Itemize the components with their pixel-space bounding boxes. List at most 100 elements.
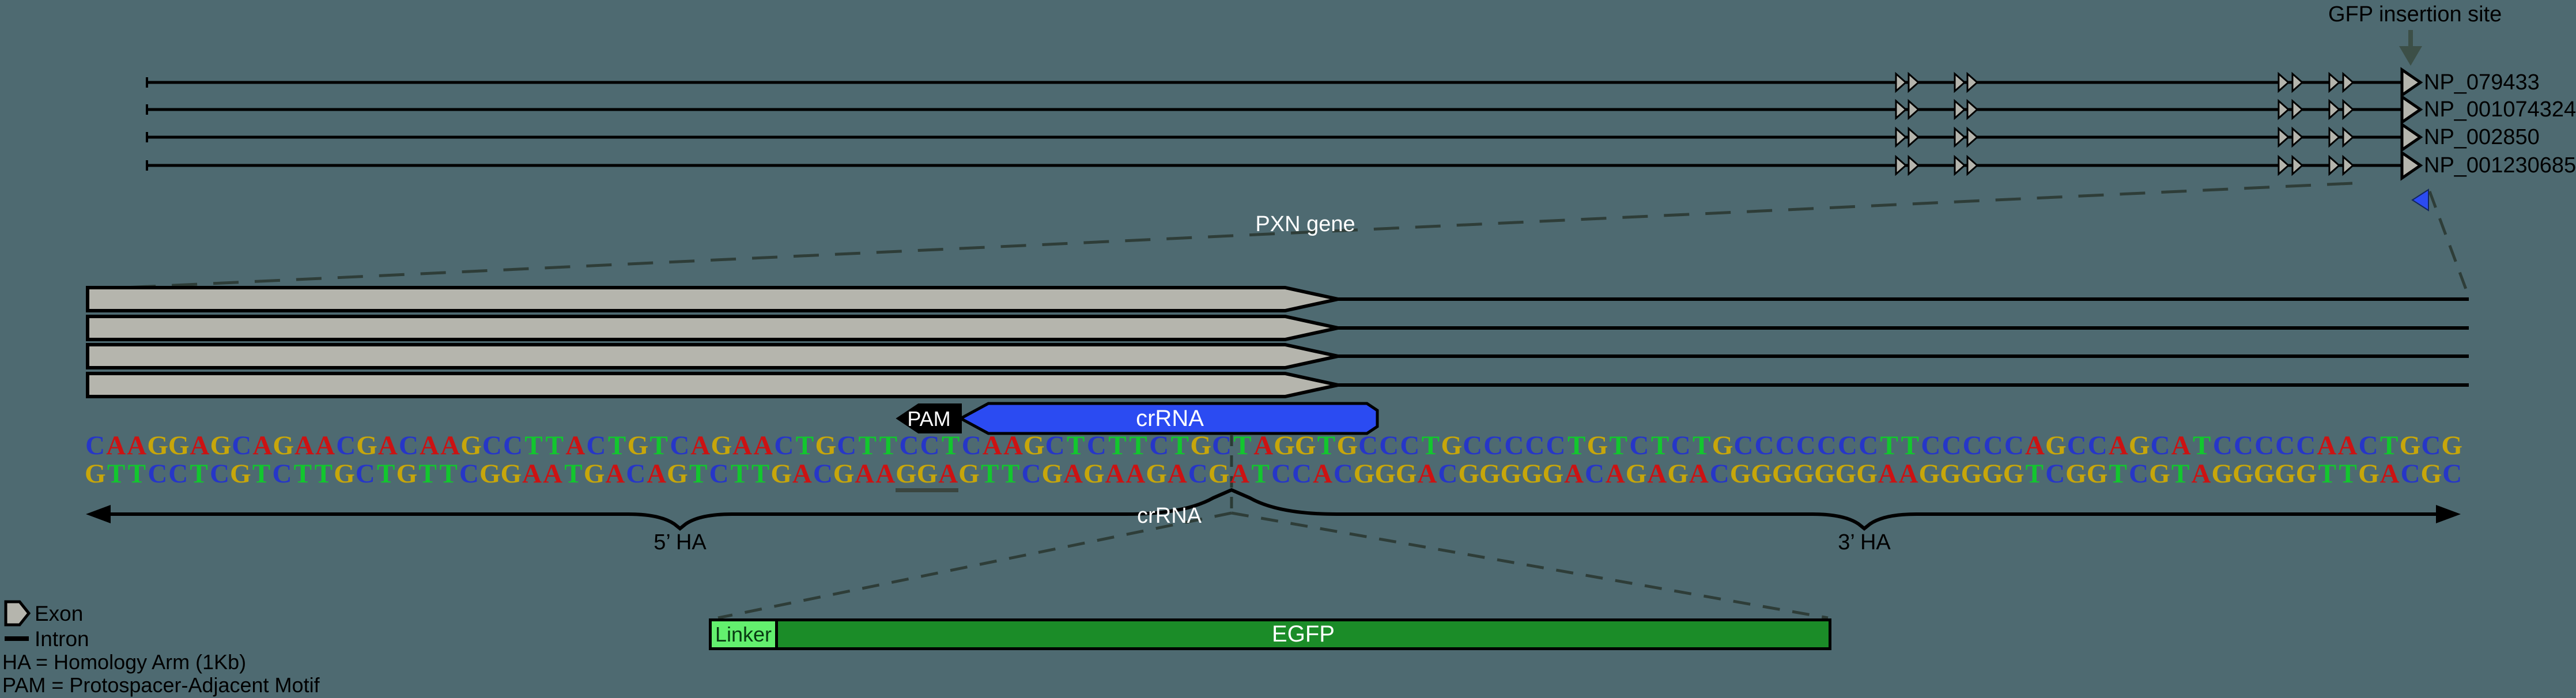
base-T: T (1170, 431, 1189, 461)
base-G: G (1793, 459, 1814, 489)
base-G: G (1729, 459, 1751, 489)
exon-icon (1966, 154, 1979, 176)
base-A: A (315, 431, 335, 461)
base-T: T (1880, 431, 1898, 461)
base-G: G (896, 459, 917, 492)
base-C: C (503, 431, 523, 461)
base-C: C (670, 431, 690, 461)
base-T: T (2025, 459, 2044, 489)
base-G: G (1712, 431, 1733, 461)
exon-icon (1954, 126, 1966, 148)
base-G: G (2128, 431, 2150, 461)
base-G: G (916, 459, 938, 492)
base-T: T (190, 459, 208, 489)
base-G: G (460, 431, 482, 461)
base-G: G (1835, 459, 1857, 489)
transcript-exon-arrow (86, 372, 1339, 398)
base-G: G (1395, 459, 1417, 489)
base-A: A (1167, 459, 1187, 489)
ruler-right-arrowhead-icon (2436, 505, 2461, 523)
base-C: C (1546, 431, 1566, 461)
base-T: T (2171, 459, 2190, 489)
base-C: C (1438, 459, 1458, 489)
base-C: C (459, 459, 479, 489)
base-C: C (482, 431, 502, 461)
exon-icon (2277, 99, 2290, 120)
insert-projection-line-left (717, 511, 1232, 620)
base-C: C (1211, 431, 1232, 461)
base-G: G (958, 459, 980, 489)
base-A: A (1125, 459, 1146, 489)
exon-icon (2291, 126, 2304, 148)
base-A: A (2024, 431, 2045, 461)
base-C: C (1629, 431, 1649, 461)
base-T: T (1233, 431, 1252, 461)
legend-exon-icon (4, 600, 31, 627)
transcript-label-np-001230685: NP_001230685 (2424, 153, 2576, 178)
base-G: G (2086, 459, 2108, 489)
base-C: C (1962, 431, 1982, 461)
exon-icon (1954, 99, 1966, 120)
base-C: C (1816, 431, 1837, 461)
exon-icon (1908, 126, 1920, 148)
base-G: G (2275, 459, 2296, 489)
exon-icon (2277, 126, 2290, 148)
zoom-projection-line-right (2428, 191, 2471, 297)
base-A: A (855, 459, 875, 489)
base-C: C (85, 431, 105, 461)
base-T: T (730, 459, 749, 489)
base-G: G (2441, 431, 2462, 461)
base-G: G (168, 431, 190, 461)
base-G: G (1274, 431, 1295, 461)
base-C: C (210, 459, 230, 489)
base-A: A (2337, 431, 2358, 461)
exon-icon (1966, 99, 1979, 120)
base-A: A (2317, 431, 2337, 461)
base-G: G (1940, 459, 1961, 489)
base-G: G (1856, 459, 1878, 489)
base-A: A (440, 431, 460, 461)
base-A: A (938, 459, 959, 492)
base-C: C (961, 431, 981, 461)
base-C: C (1525, 431, 1545, 461)
base-G: G (2065, 459, 2087, 489)
gfp-insertion-arrow-icon (2399, 30, 2422, 66)
base-G: G (1336, 431, 1358, 461)
base-G: G (1587, 431, 1608, 461)
base-C: C (1483, 431, 1504, 461)
legend-pam-note: PAM = Protospacer-Adjacent Motif (2, 673, 320, 697)
base-A: A (1253, 431, 1274, 461)
five-prime-ha-label: 5’ HA (654, 530, 707, 554)
base-A: A (2108, 431, 2128, 461)
exon-icon (1895, 154, 1908, 176)
base-C: C (1733, 431, 1754, 461)
base-A: A (982, 431, 1002, 461)
base-A: A (732, 431, 753, 461)
base-G: G (2253, 459, 2275, 489)
base-G: G (627, 431, 649, 461)
base-A: A (2191, 459, 2211, 489)
base-G: G (230, 459, 251, 489)
terminal-exon-icon (2400, 150, 2423, 181)
homology-arm-ruler (86, 488, 2461, 531)
base-G: G (356, 431, 377, 461)
base-G: G (147, 431, 168, 461)
base-A: A (1564, 459, 1584, 489)
base-T: T (1567, 431, 1586, 461)
base-G: G (1374, 459, 1396, 489)
base-A: A (1230, 459, 1250, 489)
base-T: T (107, 459, 126, 489)
base-G: G (2149, 459, 2170, 489)
base-G: G (85, 459, 106, 489)
base-T: T (649, 431, 668, 461)
base-G: G (1772, 459, 1793, 489)
base-G: G (667, 459, 688, 489)
base-A: A (690, 431, 711, 461)
base-C: C (2067, 431, 2087, 461)
base-C: C (1942, 431, 1962, 461)
base-T: T (1067, 431, 1085, 461)
base-A: A (1312, 459, 1332, 489)
gene-tracks (146, 67, 2423, 181)
base-T: T (1251, 459, 1270, 489)
